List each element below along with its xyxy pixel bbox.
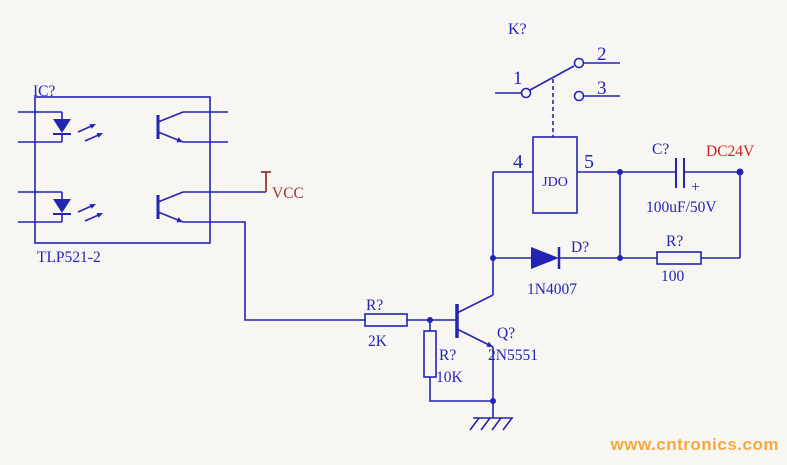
contact-terminal-2 <box>573 57 585 69</box>
resistor-pulldown-ref-label: R? <box>439 347 456 364</box>
junction-dot <box>617 255 623 261</box>
resistor-pulldown-value-label: 10K <box>436 369 464 386</box>
resistor-load: R? 100 <box>620 233 740 285</box>
resistor-load-value-label: 100 <box>661 268 685 285</box>
capacitor-ref-label: C? <box>652 141 669 158</box>
transistor: Q? 2N5551 <box>455 172 538 418</box>
light-arrow-icon <box>84 132 104 142</box>
pin-1-label: 1 <box>513 68 523 89</box>
contact-blade <box>529 65 575 91</box>
pin-5-label: 5 <box>584 151 594 173</box>
capacitor: C? + 100uF/50V <box>646 141 740 216</box>
transistor-emitter <box>456 328 494 348</box>
relay-coil: 4 5 JDO <box>493 136 676 214</box>
supply-label: DC24V <box>706 143 755 160</box>
transistor-ref-label: Q? <box>497 325 515 342</box>
ic-part-label: TLP521-2 <box>37 249 101 266</box>
led-icon <box>52 191 72 223</box>
relay-contact: K? 1 2 3 <box>495 21 620 137</box>
resistor-load-ref-label: R? <box>666 233 683 250</box>
wire <box>429 377 493 402</box>
light-arrow-icon <box>77 123 97 133</box>
coil-label: JDO <box>542 175 568 190</box>
vcc-marker: VCC <box>261 171 304 202</box>
ic-ref-label: IC? <box>33 83 56 100</box>
capacitor-polarity-label: + <box>691 179 700 196</box>
diode: D? 1N4007 <box>493 172 621 298</box>
supply-terminal: DC24V <box>706 143 755 258</box>
phototransistor-icon <box>156 110 185 144</box>
phototransistor-icon <box>156 190 185 224</box>
coil-box <box>532 136 578 214</box>
wire <box>183 221 365 321</box>
light-arrow-icon <box>77 203 97 213</box>
resistor-body <box>423 330 437 378</box>
resistor-body <box>364 313 408 327</box>
transistor-part-label: 2N5551 <box>488 347 538 364</box>
optocoupler-box <box>34 96 211 244</box>
light-arrow-icon <box>84 212 104 222</box>
junction-dots <box>427 169 623 404</box>
junction-dot <box>617 169 623 175</box>
vcc-label: VCC <box>272 185 304 202</box>
optocoupler: IC? TLP521-2 <box>18 83 365 321</box>
diode-triangle <box>531 247 559 269</box>
capacitor-value-label: 100uF/50V <box>646 199 717 216</box>
watermark: www.cntronics.com <box>610 435 779 454</box>
resistor-base: R? 2K <box>364 297 457 350</box>
resistor-body <box>656 251 702 265</box>
ground-icon <box>469 417 513 431</box>
resistor-base-value-label: 2K <box>368 333 388 350</box>
relay-ref-label: K? <box>508 21 527 38</box>
junction-dot <box>490 398 496 404</box>
junction-dot <box>427 317 433 323</box>
contact-terminal-1 <box>520 87 532 99</box>
led-icon <box>52 111 72 143</box>
diode-part-label: 1N4007 <box>527 281 577 298</box>
pin-2-label: 2 <box>597 44 607 65</box>
diode-ref-label: D? <box>571 239 589 256</box>
transistor-collector <box>456 294 494 314</box>
contact-terminal-3 <box>573 90 585 102</box>
emitter-arrow-icon <box>486 341 493 347</box>
junction-dot <box>490 255 496 261</box>
resistor-base-ref-label: R? <box>366 297 383 314</box>
pin-3-label: 3 <box>597 78 607 99</box>
pin-4-label: 4 <box>513 151 523 173</box>
